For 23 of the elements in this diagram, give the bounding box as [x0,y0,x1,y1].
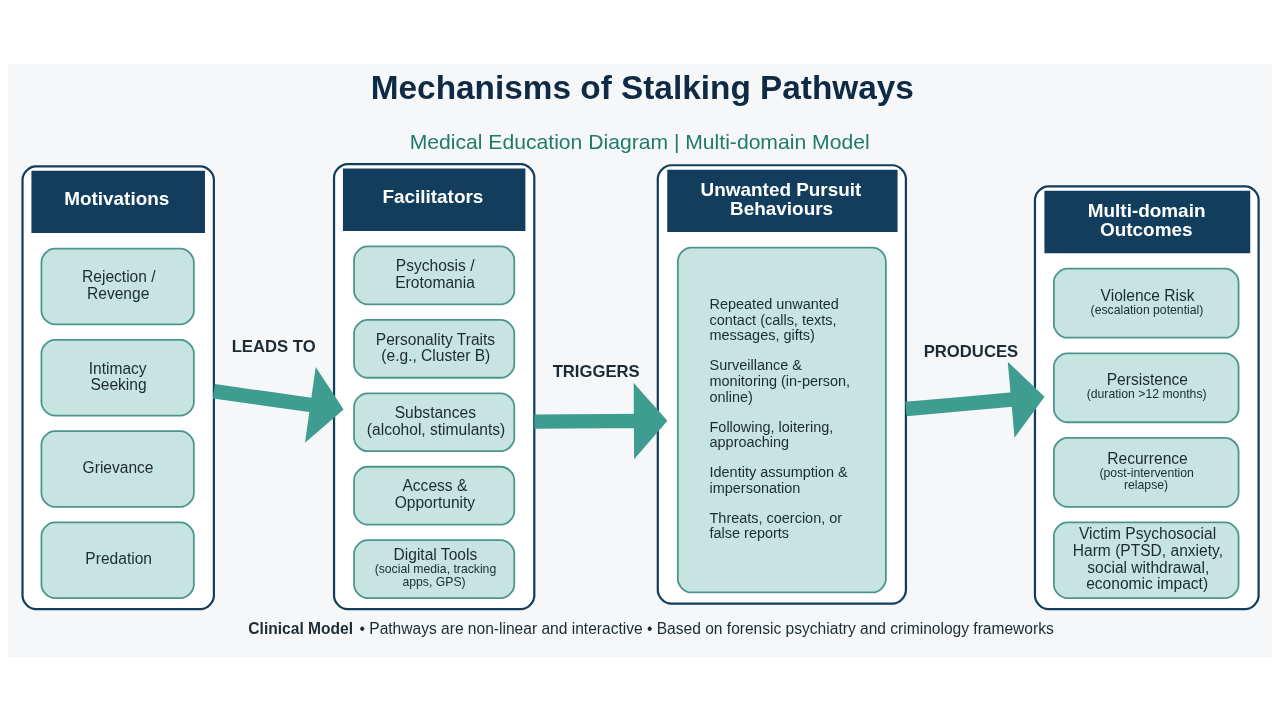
node-box: Access & Opportunity [353,465,516,525]
node-box: Recurrence (post-intervention relapse) [1053,436,1240,508]
node-box: Persistence (duration >12 months) [1053,351,1240,423]
node-box: Personality Traits (e.g., Cluster B) [353,318,516,379]
node-box: Repeated unwanted contact (calls, texts, messages, gifts) Surveillance & monitoring (in-person, online) Following, loitering, approaching Identity assumption & impersonation Threats, coercion, or false reports [676,246,887,593]
node-box: Intimacy Seeking [40,338,195,416]
edge-label: TRIGGERS [552,361,640,381]
node-box: Digital Tools (social media, tracking apps, GPS) [353,538,516,599]
node-box: Grievance [40,429,195,508]
node-box: Substances (alcohol, stimulants) [353,391,516,452]
arrow [534,382,668,459]
node-box: Predation [40,521,195,599]
edge-label: LEADS TO [231,336,316,356]
node-box: Victim Psychosocial Harm (PTSD, anxiety, social withdrawal, economic impact) [1053,521,1240,599]
edge-label: PRODUCES [923,341,1019,361]
arrow [212,366,344,443]
node-box: Psychosis / Erotomania [353,245,516,305]
label: Medical Education Diagram | Multi-domain Model [409,129,870,153]
node-box: Rejection / Revenge [40,247,195,325]
diagram-title: Mechanisms of Stalking Pathways [370,67,914,105]
node-box: Violence Risk (escalation potential) [1053,267,1240,339]
caption: Clinical Model • Pathways are non-linear and interactive • Based on forensic psychiatry and criminology frameworks [248,619,1054,637]
arrow [905,361,1045,438]
